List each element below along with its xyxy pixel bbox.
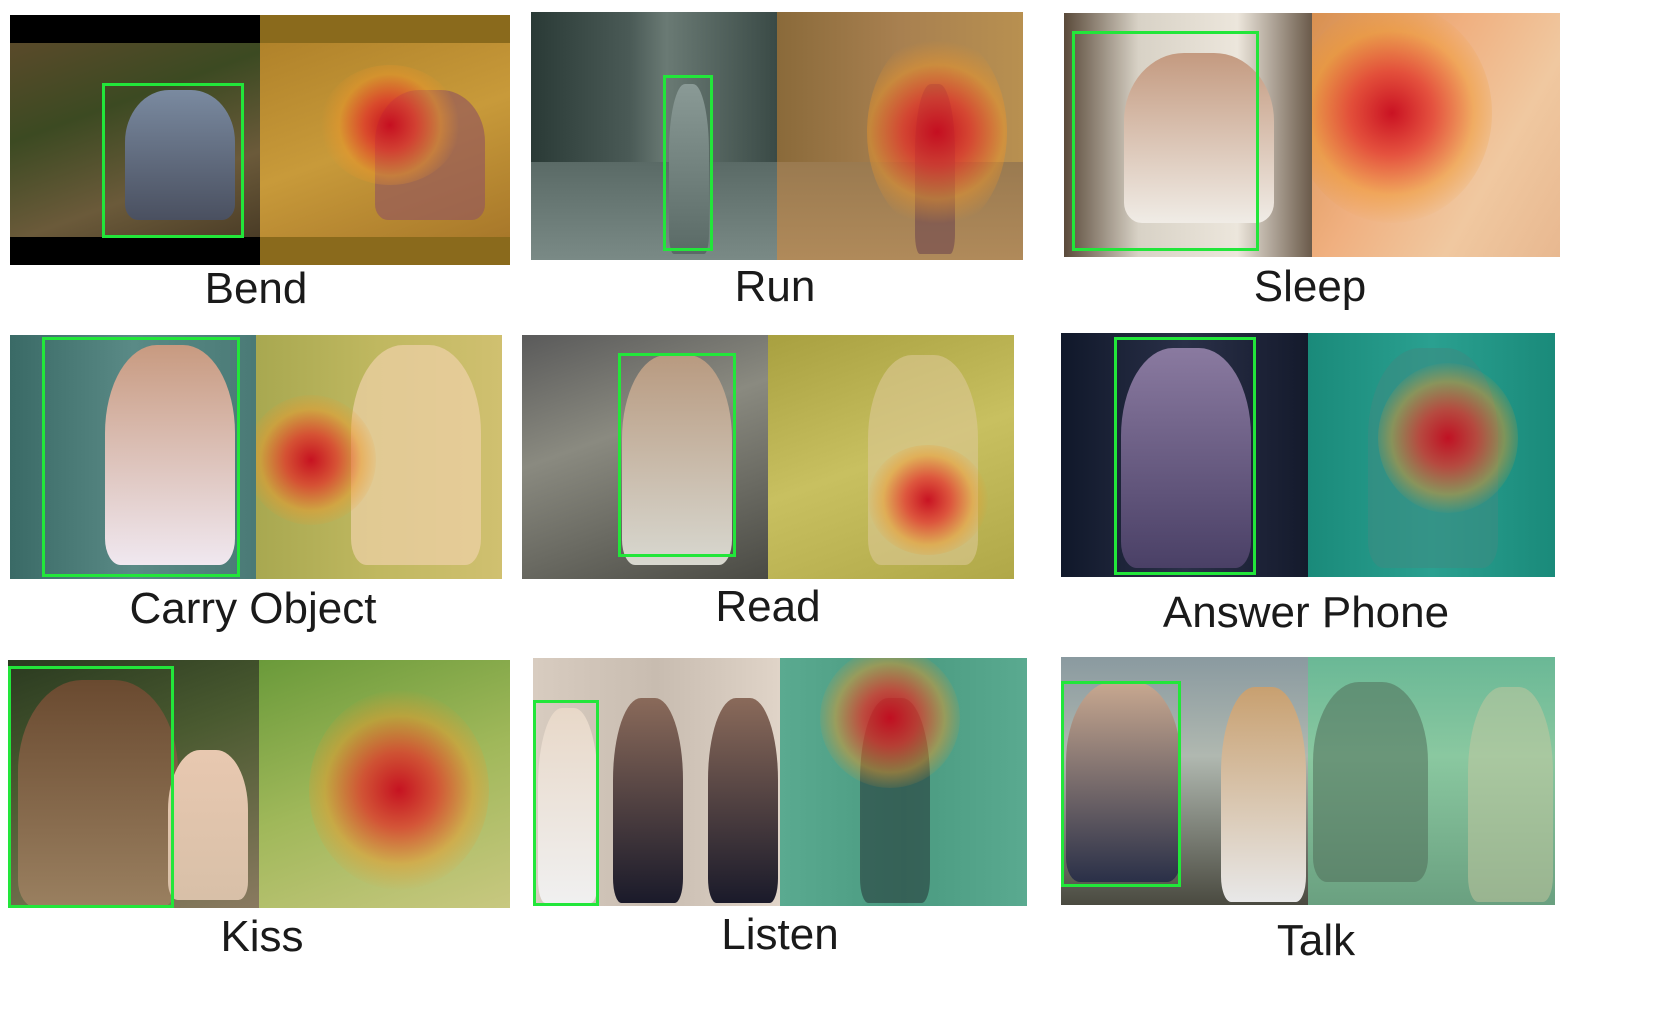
panel-kiss [8,660,510,908]
heatmap-frame [1312,13,1560,257]
person-bounding-box [663,75,713,251]
heatmap-frame [768,335,1014,579]
heatmap-frame [777,12,1023,260]
original-frame [1061,657,1308,905]
caption-listen: Listen [721,910,839,959]
person-bounding-box [1114,337,1256,575]
original-frame [10,15,260,265]
person-bounding-box [102,83,244,238]
original-frame [8,660,259,908]
person-bounding-box [8,666,174,908]
attention-heat-spot [1378,363,1518,513]
heatmap-frame [256,335,502,579]
person-bounding-box [533,700,599,906]
panel-listen [533,658,1027,906]
caption-talk: Talk [1276,916,1356,965]
caption-sleep: Sleep [1253,262,1367,311]
caption-answer-phone: Answer Phone [1162,588,1450,637]
original-frame [531,12,777,260]
caption-bend: Bend [204,264,308,313]
panel-carry-object [10,335,502,579]
heatmap-frame [260,15,510,265]
heatmap-frame [780,658,1027,906]
original-frame [1061,333,1308,577]
heatmap-frame [1308,333,1555,577]
attention-heat-spot [867,32,1007,232]
panel-bend [10,15,510,265]
panel-talk [1061,657,1555,905]
heatmap-frame [1308,657,1555,905]
caption-run: Run [734,262,816,311]
heatmap-frame [259,660,510,908]
original-frame [533,658,780,906]
panel-read [522,335,1014,579]
panel-answer-phone [1061,333,1555,577]
original-frame [10,335,256,579]
person-bounding-box [1061,681,1181,887]
caption-read: Read [715,582,821,631]
attention-heat-spot [1312,13,1492,223]
attention-heat-spot [256,395,376,525]
caption-carry-object: Carry Object [129,584,377,633]
panel-run [531,12,1023,260]
attention-heat-spot [320,65,460,185]
panel-sleep [1064,13,1560,257]
person-bounding-box [42,337,240,577]
attention-heat-spot [820,658,960,788]
person-bounding-box [1072,31,1259,251]
attention-heat-spot [309,690,489,890]
person-bounding-box [618,353,736,557]
caption-kiss: Kiss [220,912,304,961]
original-frame [522,335,768,579]
original-frame [1064,13,1312,257]
attention-heat-spot [868,445,988,555]
